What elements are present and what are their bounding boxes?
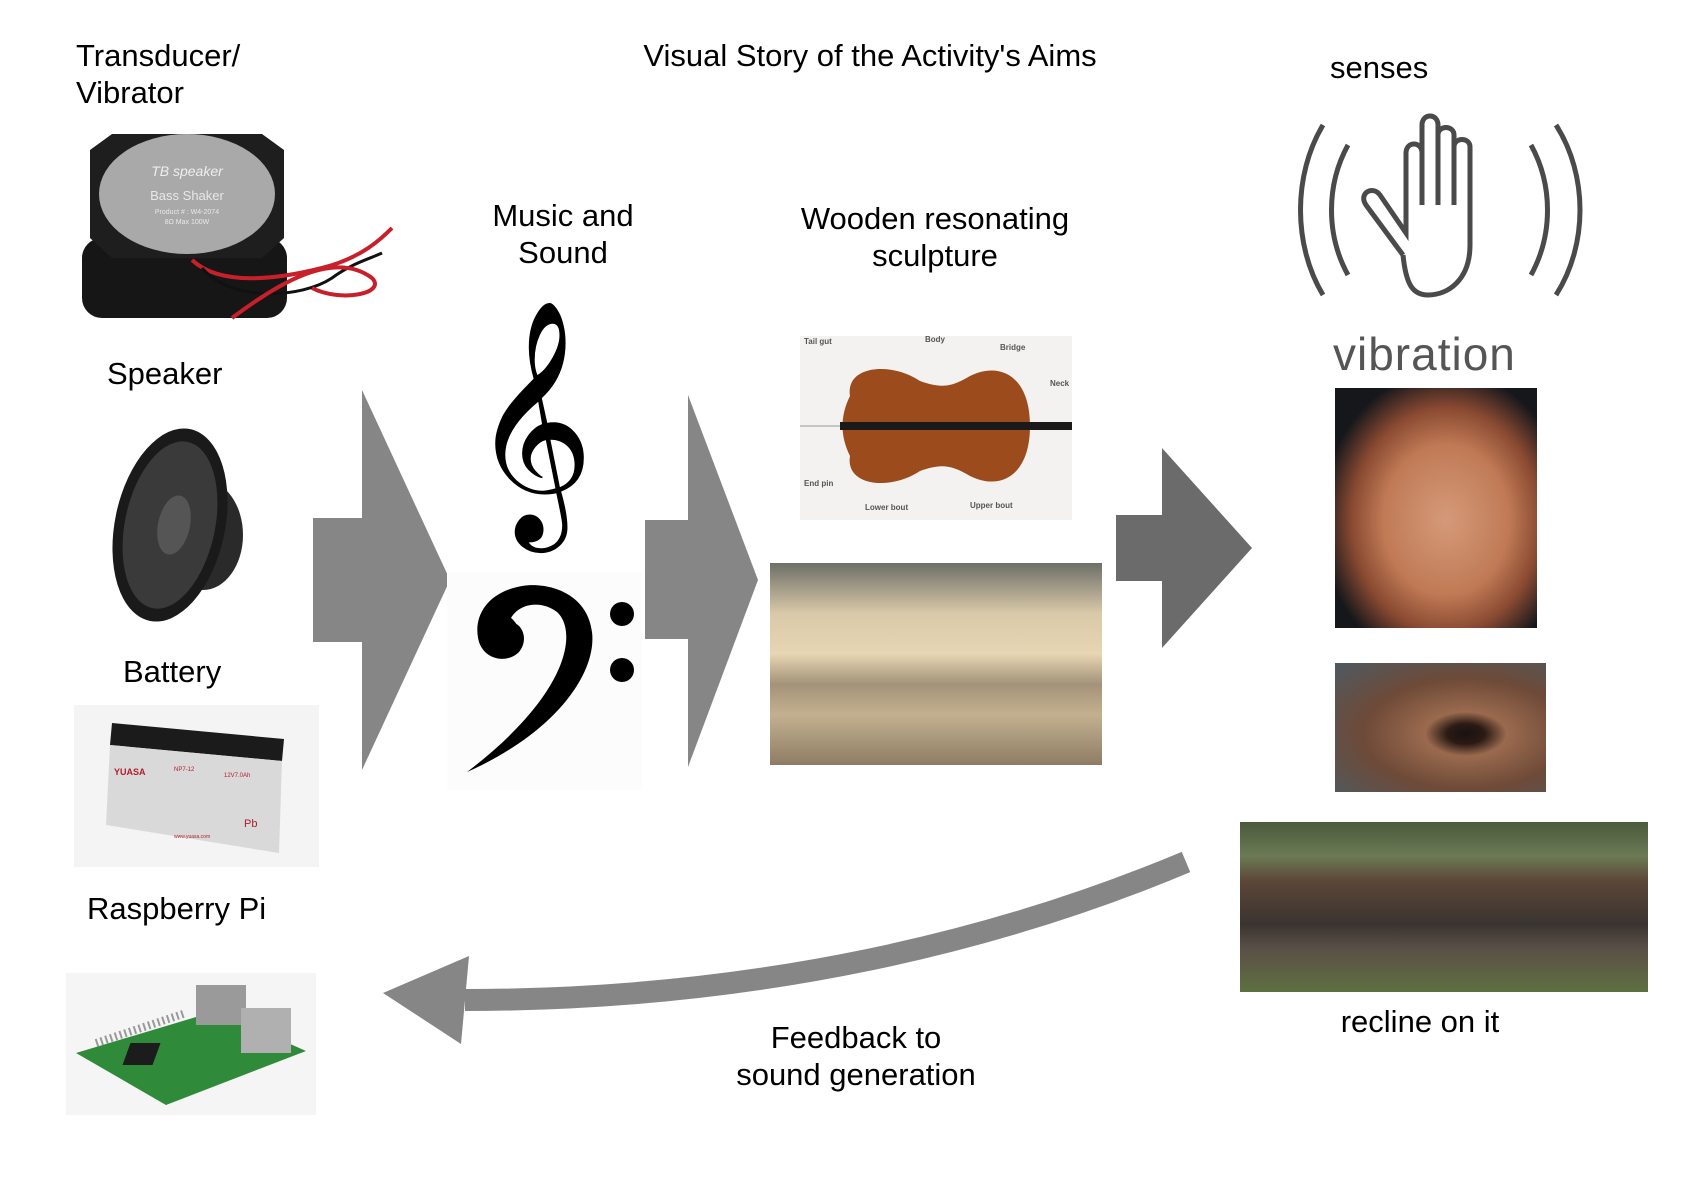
battery-model: NP7-12 <box>174 767 195 773</box>
transducer-text-3: 8Ω Max 100W <box>165 219 210 226</box>
flow-arrow-2 <box>645 395 758 767</box>
battery-image: YUASA NP7-12 12V7.0Ah Pb www.yuasa.com <box>74 705 319 867</box>
battery-pb-mark: Pb <box>244 818 257 830</box>
pi-usb-ports <box>196 985 246 1025</box>
cello-label-upper-bout: Upper bout <box>970 501 1013 510</box>
senses-label: senses <box>1330 50 1429 85</box>
transducer-image: TB speaker Bass Shaker Product # : W4-20… <box>82 134 394 320</box>
eye-image <box>1335 663 1546 792</box>
music-label-line2: Sound <box>518 235 608 270</box>
wave-right-outer <box>1553 123 1583 297</box>
battery-url: www.yuasa.com <box>174 834 210 840</box>
feedback-label-line1: Feedback to <box>770 1020 942 1055</box>
cable-black <box>200 251 383 296</box>
sculpture-label-line1: Wooden resonating <box>800 201 1070 236</box>
speaker-image <box>112 428 243 622</box>
music-label-line1: Music and <box>492 198 634 233</box>
transducer-brand: TB speaker <box>151 163 224 179</box>
sculpture-label-line2: sculpture <box>872 238 998 273</box>
recline-label: recline on it <box>1340 1004 1500 1039</box>
transducer-text-1: Bass Shaker <box>150 188 224 203</box>
transducer-label-line2: Vibrator <box>76 75 184 110</box>
wave-right-inner <box>1528 143 1550 277</box>
pi-ethernet <box>241 1008 291 1053</box>
transducer-label-line1: Transducer/ <box>76 38 241 73</box>
reclining-person-image <box>1240 822 1648 992</box>
hand-outline <box>1361 113 1473 298</box>
raspberry-pi-image <box>66 973 316 1115</box>
vibration-text: vibration <box>1333 328 1516 380</box>
arrow-shape <box>313 390 450 770</box>
cable-loop <box>230 265 377 320</box>
feedback-label-line2: sound generation <box>736 1057 976 1092</box>
treble-clef-icon: 𝄞 <box>470 297 595 542</box>
cello-neck <box>840 422 1072 430</box>
feedback-arrow-shaft <box>464 851 1191 1011</box>
battery-rating: 12V7.0Ah <box>224 773 250 779</box>
page-title: Visual Story of the Activity's Aims <box>643 38 1097 73</box>
ear-image <box>1335 388 1537 628</box>
flow-arrow-1 <box>313 390 450 770</box>
battery-face <box>106 745 282 853</box>
battery-top <box>110 723 284 761</box>
speaker-label: Speaker <box>107 356 223 391</box>
pi-cpu <box>122 1043 161 1065</box>
transducer-disc <box>99 134 275 254</box>
bass-clef-dot-lower <box>610 658 634 682</box>
wood-planks-image <box>770 563 1102 765</box>
wave-left-inner <box>1329 143 1351 277</box>
bass-clef-icon <box>467 585 634 772</box>
cello-diagram-image: Tail gut Body Bridge Neck End pin Lower … <box>800 335 1072 520</box>
cello-label-lower-bout: Lower bout <box>865 503 908 512</box>
battery-label: Battery <box>123 654 222 689</box>
cello-label-neck: Neck <box>1050 379 1070 388</box>
vibration-hand-icon <box>1298 113 1583 298</box>
arrow-shape <box>645 395 758 767</box>
pi-gpio-header <box>94 1009 188 1047</box>
transducer-text-2: Product # : W4-2074 <box>155 209 219 216</box>
speaker-dustcap <box>157 495 191 555</box>
arrow-shape <box>1116 448 1252 648</box>
feedback-arrow-head <box>383 956 469 1044</box>
bass-clef-head <box>479 614 519 654</box>
cello-label-bridge: Bridge <box>1000 343 1026 352</box>
battery-brand: YUASA <box>114 767 146 777</box>
bass-clef-dot-upper <box>610 602 634 626</box>
bass-clef-box <box>447 572 642 790</box>
wave-left-outer <box>1298 123 1326 297</box>
raspberry-pi-label: Raspberry Pi <box>87 891 267 926</box>
cello-label-tail-gut: Tail gut <box>804 337 832 346</box>
cello-label-end-pin: End pin <box>804 479 833 488</box>
flow-arrow-3 <box>1116 448 1252 648</box>
cello-label-body: Body <box>925 335 946 344</box>
